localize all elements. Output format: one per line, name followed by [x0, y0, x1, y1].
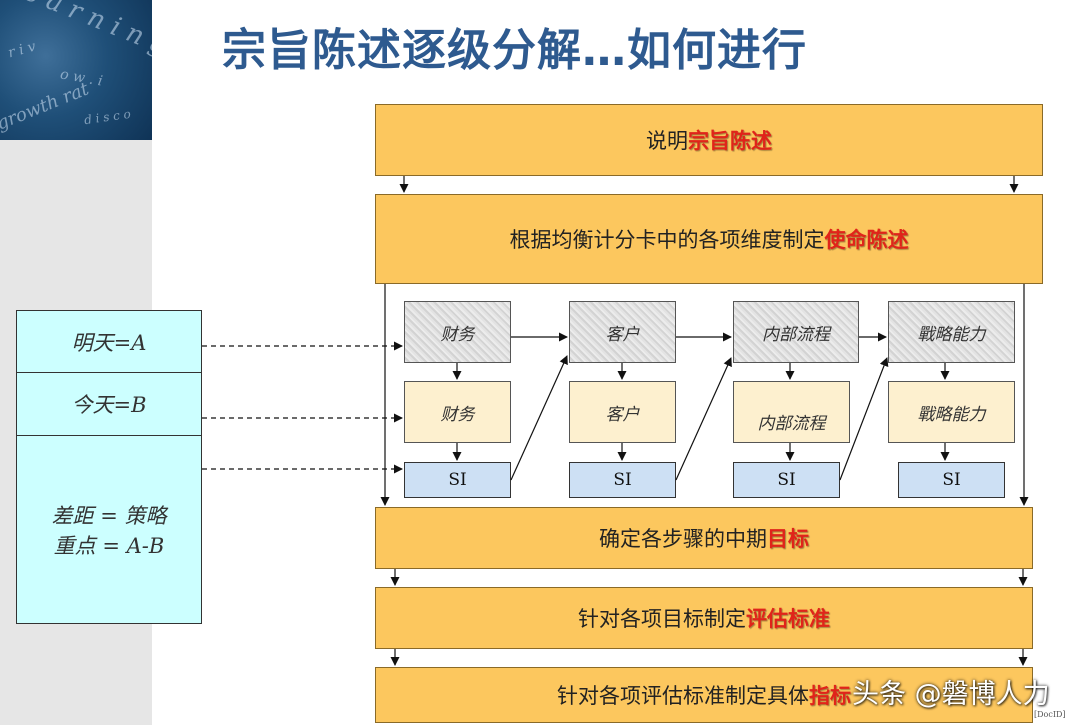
box-text: 说明 — [646, 129, 688, 153]
box-highlight: 宗旨陈述 — [688, 129, 772, 153]
si-customer: SI — [569, 462, 676, 498]
box-text: 针对各项目标制定 — [578, 607, 746, 631]
box-evaluation-criteria: 针对各项目标制定评估标准 — [375, 587, 1033, 649]
perspective-strategic-capability: 戰略能力 — [888, 301, 1015, 363]
perspective-internal-process: 内部流程 — [733, 301, 859, 363]
box-highlight: 指标 — [809, 684, 851, 708]
watermark: 头条 @磐博人力 — [852, 679, 1050, 710]
perspective-customer: 客户 — [569, 301, 676, 363]
box-highlight: 使命陈述 — [824, 228, 909, 252]
gap-label-line1: 差距 = 策略 — [51, 503, 167, 528]
box-mission-statement: 说明宗旨陈述 — [375, 104, 1043, 176]
perspective-finance: 财务 — [404, 301, 511, 363]
doc-id-label: [DocID] — [1034, 710, 1066, 719]
box-vision-statement: 根据均衡计分卡中的各项维度制定使命陈述 — [375, 194, 1043, 284]
si-strategic-capability: SI — [898, 462, 1005, 498]
side-cell-gap: 差距 = 策略 重点 = A-B — [16, 435, 202, 624]
objective-customer: 客户 — [569, 381, 676, 443]
corner-decorative-image: e a r n i n g growth rat r i v o w . i d… — [0, 0, 152, 140]
box-highlight: 目标 — [767, 527, 809, 551]
arrow-diag-3 — [839, 357, 889, 481]
box-highlight: 评估标准 — [746, 607, 830, 631]
arrow-diag-1 — [510, 355, 568, 481]
objective-finance: 财务 — [404, 381, 511, 443]
si-internal-process: SI — [733, 462, 840, 498]
box-specific-indicators: 针对各项评估标准制定具体指标 — [375, 667, 1033, 723]
box-text: 根据均衡计分卡中的各项维度制定 — [509, 228, 825, 252]
si-finance: SI — [404, 462, 511, 498]
objective-internal-process: 内部流程 — [733, 381, 850, 443]
slide-title: 宗旨陈述逐级分解…如何进行 — [222, 25, 807, 76]
box-interim-goals: 确定各步骤的中期目标 — [375, 507, 1033, 569]
objective-strategic-capability: 戰略能力 — [888, 381, 1015, 443]
gap-label-line2: 重点 = A-B — [53, 533, 165, 558]
today-label: 今天=B — [71, 393, 147, 417]
side-cell-tomorrow: 明天=A — [16, 310, 202, 373]
tomorrow-label: 明天=A — [71, 330, 147, 355]
box-text: 确定各步骤的中期 — [599, 527, 767, 551]
side-cell-today: 今天=B — [16, 372, 202, 436]
box-text: 针对各项评估标准制定具体 — [557, 684, 809, 708]
arrow-diag-2 — [675, 357, 732, 481]
